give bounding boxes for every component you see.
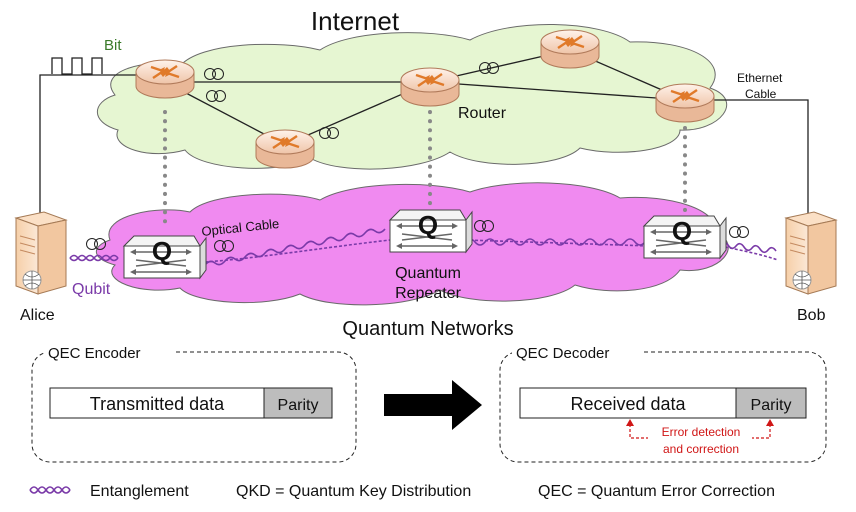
qec-encoder-title: QEC Encoder — [48, 345, 141, 362]
transmitted-data-box — [49, 387, 265, 419]
qec-encoder-panel — [31, 351, 357, 463]
bob-label: Bob — [797, 307, 826, 324]
decoder-parity-box — [735, 387, 807, 419]
ethernet-cable-label-2: Cable — [745, 87, 777, 101]
error-detection-label-2: and correction — [663, 442, 739, 456]
encode-to-decode-arrow-icon — [384, 380, 482, 430]
internet-title: Internet — [311, 6, 400, 36]
transmitted-data-label: Transmitted data — [90, 394, 225, 414]
vertical-links — [163, 110, 687, 230]
error-detection-label-1: Error detection — [662, 425, 741, 439]
received-data-label: Received data — [570, 394, 686, 414]
decoder-parity-label: Parity — [751, 397, 792, 414]
quantum-repeater-label-1: Quantum — [395, 265, 461, 282]
q-symbol: Q — [152, 236, 172, 266]
alice-label: Alice — [20, 307, 55, 324]
ethernet-cable-label-1: Ethernet — [737, 71, 783, 85]
bob-server-icon — [785, 211, 837, 295]
encoder-parity-box — [263, 387, 333, 419]
q-symbol: Q — [418, 210, 438, 240]
alice-server-icon — [15, 211, 67, 295]
error-detection-arrow-icon — [629, 424, 771, 439]
router-icon — [134, 58, 196, 100]
router-icon — [254, 128, 316, 170]
received-data-box — [519, 387, 737, 419]
legend-qec: QEC = Quantum Error Correction — [538, 483, 775, 500]
legend-entanglement: Entanglement — [90, 483, 189, 500]
router-icon — [539, 28, 601, 70]
legend-qkd: QKD = Quantum Key Distribution — [236, 483, 471, 500]
bit-label: Bit — [104, 37, 122, 54]
encoder-parity-label: Parity — [278, 397, 319, 414]
quantum-repeater-label-2: Repeater — [395, 285, 461, 302]
q-symbol: Q — [672, 216, 692, 246]
qubit-label: Qubit — [72, 281, 111, 298]
fiber-coil-icon — [729, 226, 749, 238]
qec-decoder-title: QEC Decoder — [516, 345, 609, 362]
router-icon — [399, 66, 461, 108]
router-icon — [654, 82, 716, 124]
router-label: Router — [458, 105, 507, 122]
entanglement-legend-icon — [29, 486, 71, 494]
quantum-networks-title: Quantum Networks — [342, 318, 513, 340]
bit-waveform-icon — [51, 57, 103, 75]
